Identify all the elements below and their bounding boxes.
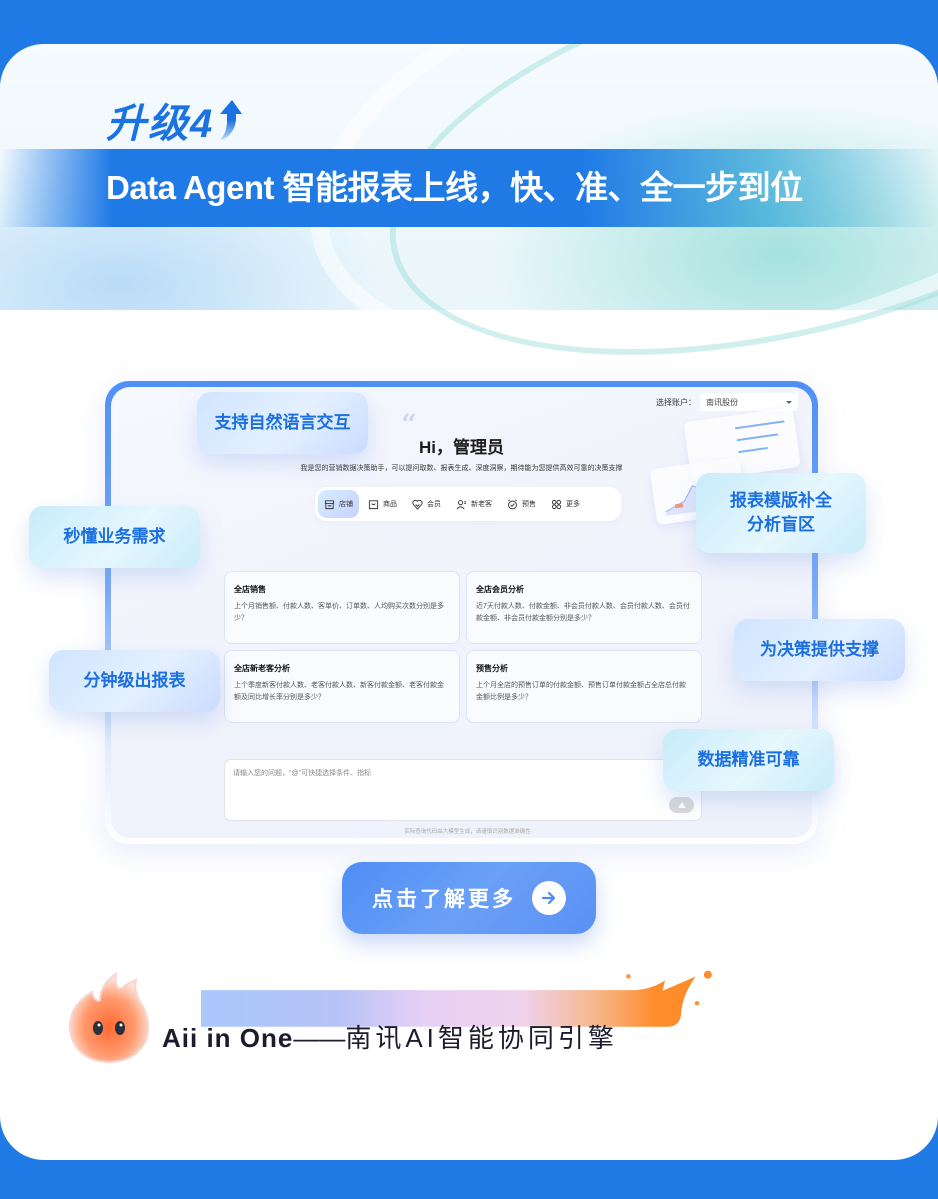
app-screen-frame: 选择账户： 南讯股份 — [105, 381, 818, 844]
store-icon — [324, 499, 335, 509]
arrow-right-circle-icon — [532, 881, 566, 915]
upgrade-heading: 升级4 — [106, 96, 246, 146]
banner-title: Data Agent 智能报表上线，快、准、全一步到位 — [106, 169, 803, 206]
question-input[interactable]: 请输入您的问题，"@"可快捷选择条件、指标 — [224, 759, 702, 821]
feature-chip-report-templates: 报表模版补全 分析盲区 — [696, 473, 866, 553]
feature-chip-minute-report: 分钟级出报表 — [49, 650, 220, 712]
question-card-desc: 近7天付款人数、付款金额、非会员付款人数、会员付款人数、会员付款金额、非会员付款… — [476, 603, 690, 622]
alarm-clock-icon — [508, 499, 517, 509]
question-card-title: 预售分析 — [476, 664, 508, 673]
category-tabs: 店铺 商品 会员 新老客 预售 — [315, 487, 621, 521]
brand-separator: —— — [293, 1023, 346, 1053]
input-placeholder: 请输入您的问题，"@"可快捷选择条件、指标 — [233, 770, 372, 777]
question-card-store-sales[interactable]: 全店销售 上个月销售额、付款人数、客单价、订单数、人均购买次数分别是多少？ — [224, 571, 460, 644]
assistant-intro: 我是您的营销数据决策助手，可以提问取数、报表生成、深度洞察，期待能为您提供高效可… — [300, 465, 623, 472]
greeting-title: Hi，管理员 — [419, 438, 504, 457]
upgrade-label: 升级4 — [106, 102, 215, 146]
tab-more[interactable]: 更多 — [545, 490, 586, 518]
feature-chip-decision-support: 为决策提供支撑 — [734, 619, 905, 681]
send-button[interactable] — [669, 797, 694, 813]
users-icon — [456, 499, 467, 509]
content-card: 升级4 Data Agent 智能报表上线，快、准、全一步到位 选择账户： 南讯… — [0, 44, 938, 1160]
question-card-presale[interactable]: 预售分析 上个月全店的预售订单的付款金额、预售订单付款金额占全店总付款金额比例是… — [466, 650, 702, 723]
heart-badge-icon — [412, 499, 423, 510]
flame-mascot-icon — [68, 972, 150, 1064]
tab-product[interactable]: 商品 — [362, 490, 403, 518]
question-card-member-analysis[interactable]: 全店会员分析 近7天付款人数、付款金额、非会员付款人数、会员付款人数、会员付款金… — [466, 571, 702, 644]
title-banner — [0, 149, 938, 227]
up-arrow-icon — [220, 100, 243, 140]
question-card-title: 全店会员分析 — [476, 585, 524, 594]
grid-more-icon — [551, 499, 562, 509]
tab-presale[interactable]: 预售 — [501, 490, 542, 518]
send-arrow-icon — [677, 802, 686, 808]
tab-new-returning[interactable]: 新老客 — [450, 490, 498, 518]
question-card-new-returning[interactable]: 全店新老客分析 上个季度新客付款人数、老客付款人数、新客付款金额、老客付款金额及… — [224, 650, 460, 723]
account-dropdown[interactable]: 南讯股份 — [700, 393, 798, 411]
account-label: 选择账户： — [656, 397, 696, 407]
question-card-desc: 上个月销售额、付款人数、客单价、订单数、人均购买次数分别是多少？ — [234, 603, 444, 622]
chevron-down-icon — [786, 400, 792, 404]
brand-en: Aii in One — [162, 1023, 294, 1053]
question-card-desc: 上个季度新客付款人数、老客付款人数、新客付款金额、老客付款金额及同比增长率分别是… — [234, 682, 444, 701]
tab-store[interactable]: 店铺 — [318, 490, 359, 518]
footer-banner — [201, 970, 712, 1027]
feature-chip-natural-language: 支持自然语言交互 — [197, 392, 368, 454]
account-selector: 选择账户： 南讯股份 — [656, 393, 798, 411]
quote-mark-icon: “ — [401, 408, 418, 441]
learn-more-button[interactable]: 点击了解更多 — [342, 862, 596, 934]
brand-cn: 南讯AI智能协同引擎 — [345, 1023, 618, 1053]
shopping-bag-icon — [368, 499, 379, 509]
feature-chip-data-accuracy: 数据精准可靠 — [663, 729, 834, 791]
question-card-desc: 上个月全店的预售订单的付款金额、预售订单付款金额占全店总付款金额比例是多少？ — [476, 682, 686, 701]
question-card-title: 全店销售 — [234, 585, 266, 594]
feature-chip-understand-business: 秒懂业务需求 — [29, 506, 200, 568]
question-card-title: 全店新老客分析 — [234, 664, 290, 673]
hero-section: 升级4 Data Agent 智能报表上线，快、准、全一步到位 — [0, 44, 938, 447]
tab-member[interactable]: 会员 — [406, 490, 447, 518]
disclaimer-text: 实际查询代码由大模型生成，请谨慎识别数据准确性 — [404, 829, 531, 835]
learn-more-label: 点击了解更多 — [372, 888, 516, 911]
account-selected-value: 南讯股份 — [706, 397, 738, 407]
footer-tagline: Aii in One——南讯AI智能协同引擎 — [162, 1014, 618, 1062]
